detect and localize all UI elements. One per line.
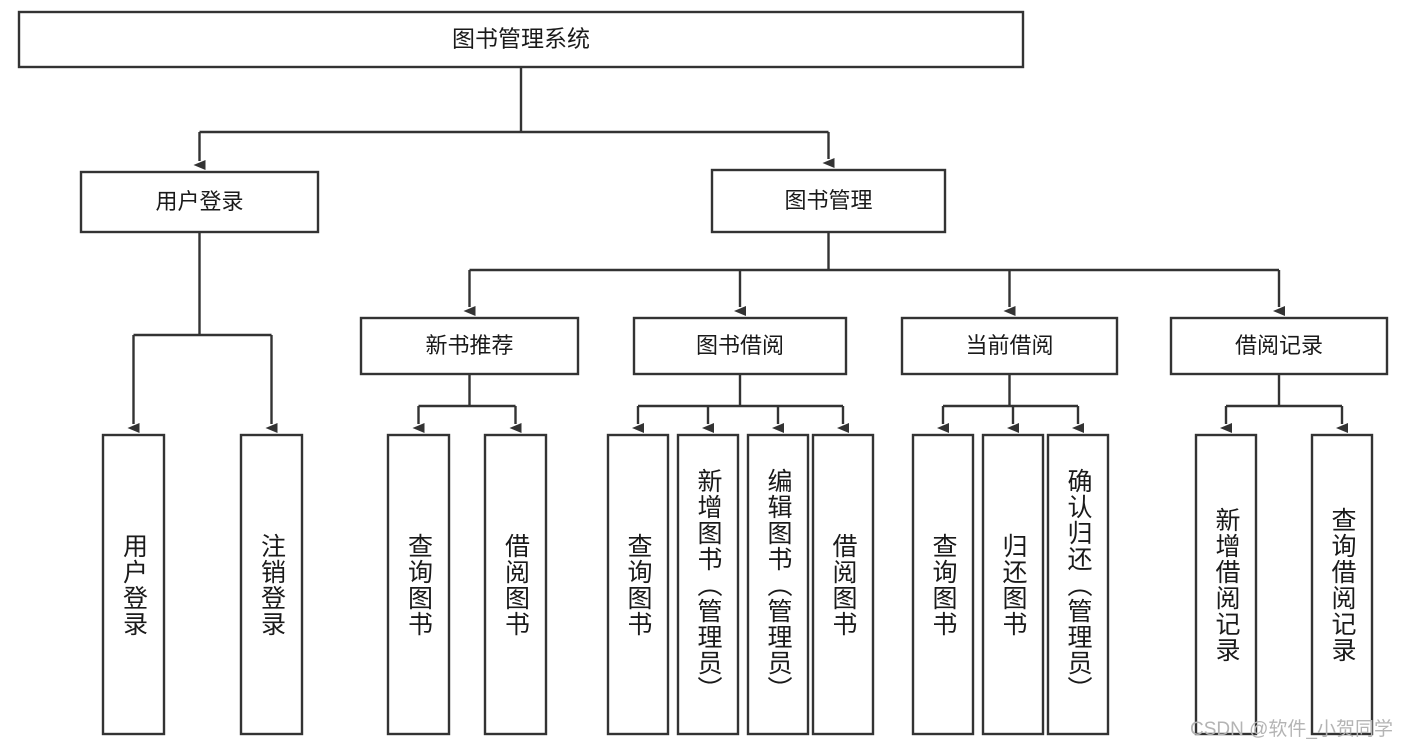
- connector-lines: [127, 67, 1348, 433]
- node-root-box[interactable]: [17, 10, 1025, 69]
- node-leaf-confirm-return-box[interactable]: [1046, 433, 1110, 736]
- node-user-login-box[interactable]: [79, 170, 320, 234]
- node-new-book-recommend-box[interactable]: [359, 316, 580, 376]
- node-new-book-recommend-label: 新书推荐: [425, 333, 513, 358]
- watermark-text: CSDN @软件_小贺同学: [1190, 719, 1393, 740]
- node-book-manage-label: 图书管理: [784, 188, 872, 213]
- node-leaf-add-record-box[interactable]: [1194, 433, 1258, 736]
- node-leaf-query-record-box[interactable]: [1310, 433, 1374, 736]
- node-leaf-user-logout-box[interactable]: [239, 433, 304, 736]
- node-book-manage-box[interactable]: [710, 168, 947, 234]
- node-root-label: 图书管理系统: [452, 26, 590, 52]
- node-user-login-label: 用户登录: [155, 189, 243, 214]
- node-leaf-query-book-2-box[interactable]: [606, 433, 670, 736]
- node-borrow-record-label: 借阅记录: [1235, 333, 1323, 358]
- node-leaf-borrow-book-1-box[interactable]: [483, 433, 548, 736]
- node-leaf-query-book-3-box[interactable]: [911, 433, 975, 736]
- node-leaf-query-book-1-box[interactable]: [386, 433, 451, 736]
- node-leaf-user-login-box[interactable]: [101, 433, 166, 736]
- node-current-borrow-label: 当前借阅: [965, 333, 1053, 358]
- node-leaf-return-book-box[interactable]: [981, 433, 1045, 736]
- node-leaf-edit-book-box[interactable]: [746, 433, 810, 736]
- node-leaf-borrow-book-2-box[interactable]: [811, 433, 875, 736]
- node-book-borrow-box[interactable]: [632, 316, 848, 376]
- node-borrow-record-box[interactable]: [1169, 316, 1389, 376]
- node-book-borrow-label: 图书借阅: [696, 333, 784, 358]
- node-boxes: [17, 10, 1389, 736]
- node-current-borrow-box[interactable]: [900, 316, 1119, 376]
- node-leaf-add-book-box[interactable]: [676, 433, 740, 736]
